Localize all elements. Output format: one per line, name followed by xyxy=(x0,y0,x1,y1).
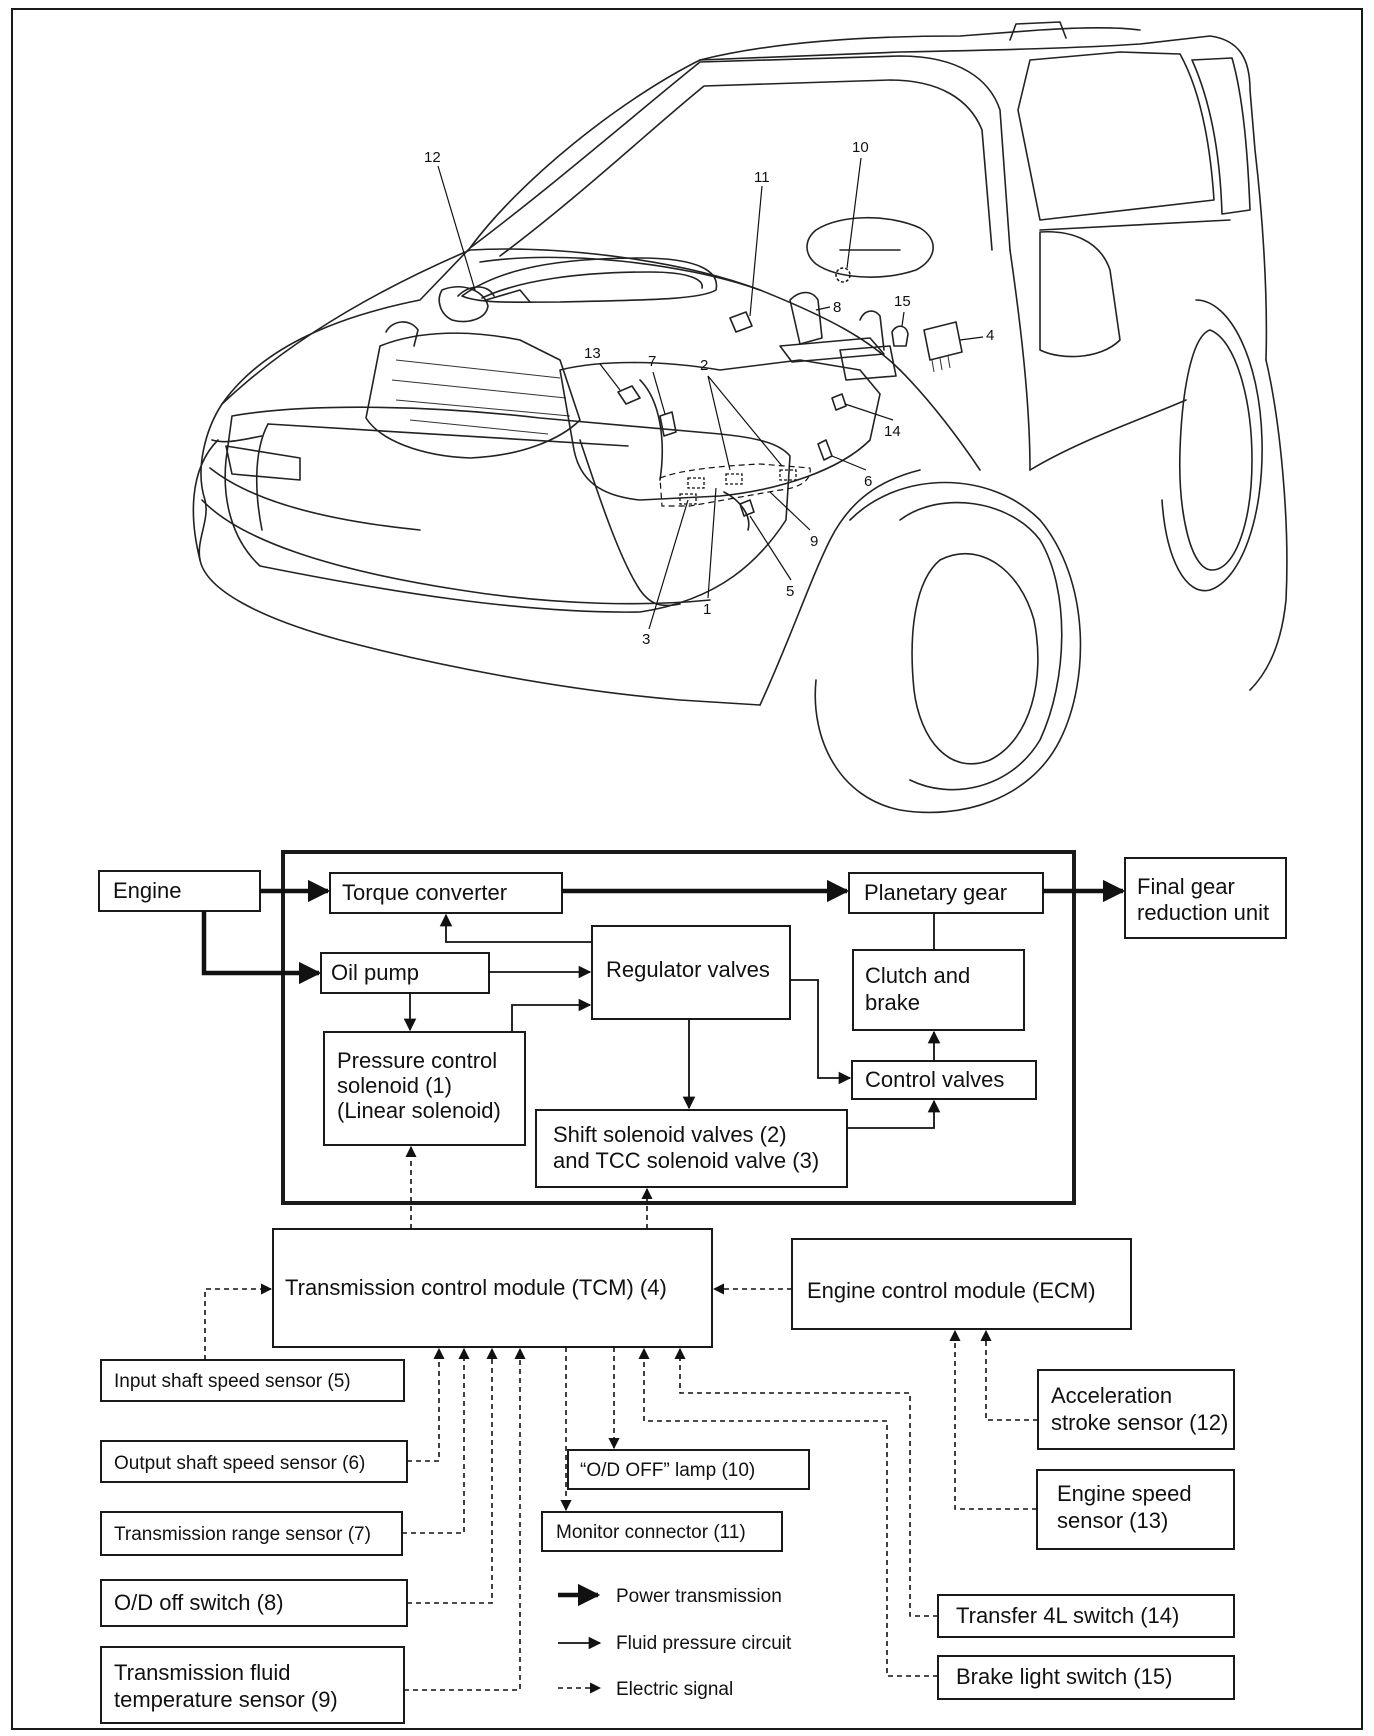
fluid-temp-sensor-label-2: temperature sensor (9) xyxy=(114,1687,338,1712)
brake-light-switch-label: Brake light switch (15) xyxy=(956,1664,1172,1689)
callout-1: 1 xyxy=(703,601,711,618)
callout-4: 4 xyxy=(986,327,994,344)
ecm-label: Engine control module (ECM) xyxy=(807,1278,1096,1303)
legend-power-label: Power transmission xyxy=(616,1586,782,1607)
clutch-brake-label-2: brake xyxy=(865,990,920,1015)
oil-pump-label: Oil pump xyxy=(331,960,419,985)
callout-10: 10 xyxy=(852,139,869,156)
accel-stroke-sensor-label-1: Acceleration xyxy=(1051,1383,1172,1408)
shift-solenoid-label-1: Shift solenoid valves (2) xyxy=(553,1122,787,1147)
accel-stroke-sensor-label-2: stroke sensor (12) xyxy=(1051,1410,1228,1435)
callout-15: 15 xyxy=(894,293,911,310)
callout-7: 7 xyxy=(648,353,656,370)
pressure-control-label-3: (Linear solenoid) xyxy=(337,1098,501,1123)
regulator-valves-label: Regulator valves xyxy=(606,957,770,982)
monitor-connector-label: Monitor connector (11) xyxy=(556,1522,746,1543)
callout-12: 12 xyxy=(424,149,441,166)
callout-14: 14 xyxy=(884,423,901,440)
control-valves-label: Control valves xyxy=(865,1067,1004,1092)
input-shaft-sensor-label: Input shaft speed sensor (5) xyxy=(114,1371,351,1392)
callout-9: 9 xyxy=(810,533,818,550)
callout-2: 2 xyxy=(700,357,708,374)
transfer-4l-switch-label: Transfer 4L switch (14) xyxy=(956,1603,1179,1628)
final-gear-label-1: Final gear xyxy=(1137,874,1235,899)
pressure-control-label-1: Pressure control xyxy=(337,1048,497,1073)
tcm-label: Transmission control module (TCM) (4) xyxy=(285,1275,667,1300)
fluid-temp-sensor-label-1: Transmission fluid xyxy=(114,1660,290,1685)
legend: Power transmission Fluid pressure circui… xyxy=(558,1586,792,1700)
od-switch-label: O/D off switch (8) xyxy=(114,1590,284,1615)
pressure-control-label-2: solenoid (1) xyxy=(337,1073,452,1098)
range-sensor-label: Transmission range sensor (7) xyxy=(114,1524,371,1545)
legend-fluid-label: Fluid pressure circuit xyxy=(616,1633,792,1654)
engine-speed-sensor-label-2: sensor (13) xyxy=(1057,1508,1168,1533)
callout-6: 6 xyxy=(864,473,872,490)
engine-speed-sensor-label-1: Engine speed xyxy=(1057,1481,1192,1506)
callout-3: 3 xyxy=(642,631,650,648)
callout-11: 11 xyxy=(754,169,770,186)
callout-8: 8 xyxy=(833,299,841,316)
torque-converter-label: Torque converter xyxy=(342,880,507,905)
legend-electric-label: Electric signal xyxy=(616,1679,733,1700)
final-gear-label-2: reduction unit xyxy=(1137,900,1269,925)
engine-label: Engine xyxy=(113,878,182,903)
shift-solenoid-label-2: and TCC solenoid valve (3) xyxy=(553,1148,819,1173)
callout-numbers: 12 11 10 8 15 4 13 7 2 14 6 9 5 1 3 xyxy=(424,139,994,648)
callout-5: 5 xyxy=(786,583,794,600)
vehicle-illustration xyxy=(193,22,1287,812)
callout-13: 13 xyxy=(584,345,601,362)
planetary-gear-label: Planetary gear xyxy=(864,880,1007,905)
clutch-brake-label-1: Clutch and xyxy=(865,963,970,988)
od-off-lamp-label: “O/D OFF” lamp (10) xyxy=(580,1460,755,1481)
output-shaft-sensor-label: Output shaft speed sensor (6) xyxy=(114,1453,365,1474)
